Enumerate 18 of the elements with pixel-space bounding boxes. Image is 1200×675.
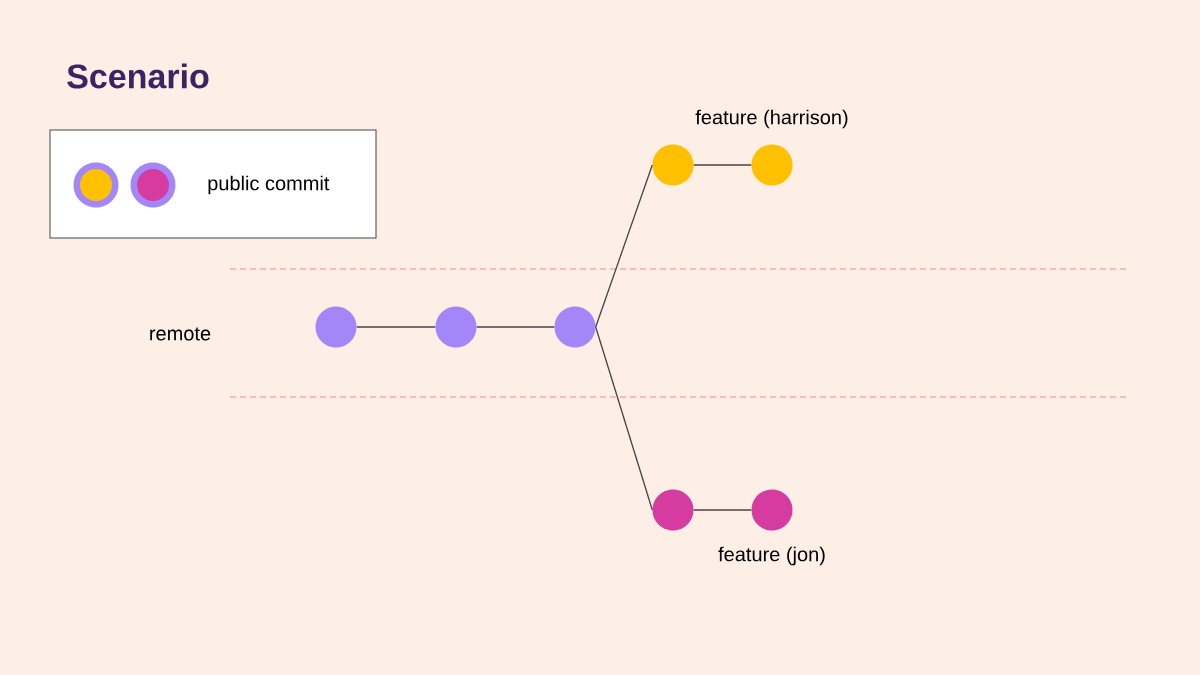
branch-label: feature (jon) (718, 546, 825, 566)
title: Scenario (67, 63, 209, 89)
commit-circle (435, 306, 477, 348)
commit-circle (554, 306, 596, 348)
commit-circle (652, 144, 694, 186)
legend-label: public commit (208, 175, 330, 195)
branch-line (693, 164, 752, 166)
commit-circle (751, 144, 793, 186)
branch-label: feature (harrison) (695, 109, 848, 129)
branch-line (476, 326, 555, 328)
branch-line (693, 509, 752, 511)
commit-circle (315, 306, 357, 348)
branch-line (356, 326, 436, 328)
branch-label: remote (150, 327, 211, 341)
branch-line (595, 326, 653, 511)
commit-circle (652, 489, 694, 531)
commit-circle (751, 489, 793, 531)
branch-line (595, 164, 653, 328)
